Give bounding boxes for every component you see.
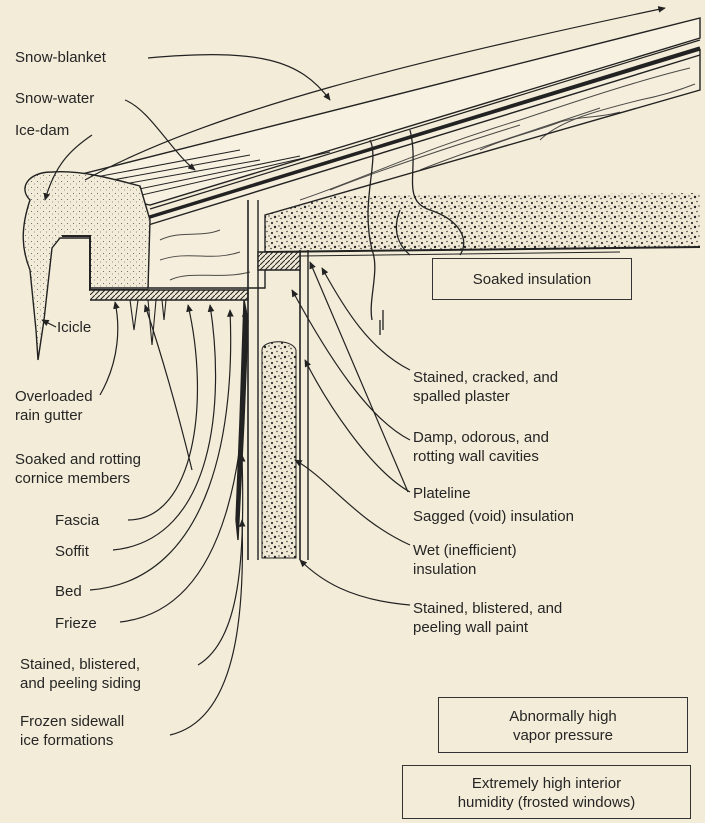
label-wet-insulation: Wet (inefficient)insulation xyxy=(413,541,517,579)
label-sagged-insulation: Sagged (void) insulation xyxy=(413,507,574,526)
label-fascia: Fascia xyxy=(55,511,99,530)
label-soffit: Soffit xyxy=(55,542,89,561)
label-bed: Bed xyxy=(55,582,82,601)
label-snow-blanket: Snow-blanket xyxy=(15,48,106,67)
label-icicle: Icicle xyxy=(57,318,91,337)
attic-insulation xyxy=(265,193,700,250)
soffit xyxy=(90,290,248,300)
label-stained-siding: Stained, blistered,and peeling siding xyxy=(20,655,141,693)
label-plateline: Plateline xyxy=(413,484,471,503)
label-snow-water: Snow-water xyxy=(15,89,94,108)
icicles xyxy=(130,300,166,345)
label-frieze: Frieze xyxy=(55,614,97,633)
plateline xyxy=(258,252,300,270)
label-ice-dam: Ice-dam xyxy=(15,121,69,140)
wall-insulation xyxy=(262,342,296,558)
box-soaked-insulation: Soaked insulation xyxy=(432,258,632,300)
